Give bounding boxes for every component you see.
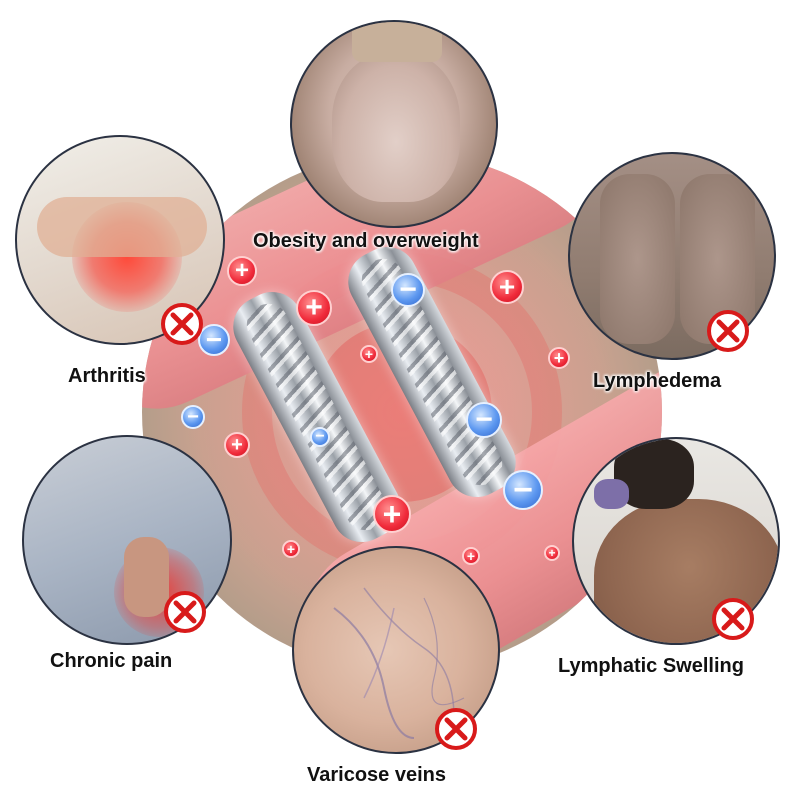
label-obesity: Obesity and overweight bbox=[253, 230, 479, 252]
minus-charge-icon: − bbox=[198, 324, 230, 356]
label-lymphatic-swelling: Lymphatic Swelling bbox=[558, 655, 744, 677]
plus-charge-icon: + bbox=[548, 347, 570, 369]
x-circle-icon bbox=[707, 310, 749, 352]
label-arthritis: Arthritis bbox=[68, 365, 146, 387]
minus-charge-icon: − bbox=[466, 402, 502, 438]
minus-charge-icon: − bbox=[181, 405, 205, 429]
obesity-photo bbox=[290, 20, 498, 228]
vein-pattern bbox=[333, 587, 465, 739]
x-circle-icon bbox=[164, 591, 206, 633]
plus-charge-icon: + bbox=[227, 256, 257, 286]
label-lymphedema: Lymphedema bbox=[593, 370, 722, 392]
plus-charge-icon: + bbox=[282, 540, 300, 558]
plus-charge-icon: + bbox=[544, 545, 560, 561]
plus-charge-icon: + bbox=[462, 547, 480, 565]
hands-shape bbox=[37, 197, 207, 257]
x-circle-icon bbox=[712, 598, 754, 640]
minus-charge-icon: − bbox=[310, 427, 330, 447]
plus-charge-icon: + bbox=[373, 495, 411, 533]
lymphatic-swelling-photo bbox=[572, 437, 780, 645]
x-circle-icon bbox=[435, 708, 477, 750]
torso-shape bbox=[332, 52, 460, 202]
mask-shape bbox=[594, 479, 629, 509]
plus-charge-icon: + bbox=[490, 270, 524, 304]
plus-charge-icon: + bbox=[224, 432, 250, 458]
leg-left bbox=[600, 174, 675, 344]
plus-charge-icon: + bbox=[360, 345, 378, 363]
label-chronic-pain: Chronic pain bbox=[50, 650, 173, 672]
x-circle-icon bbox=[161, 303, 203, 345]
minus-charge-icon: − bbox=[391, 273, 425, 307]
garment-shape bbox=[352, 22, 442, 62]
plus-charge-icon: + bbox=[296, 290, 332, 326]
label-varicose-veins: Varicose veins bbox=[307, 764, 446, 786]
minus-charge-icon: − bbox=[503, 470, 543, 510]
hand-shape bbox=[124, 537, 169, 617]
